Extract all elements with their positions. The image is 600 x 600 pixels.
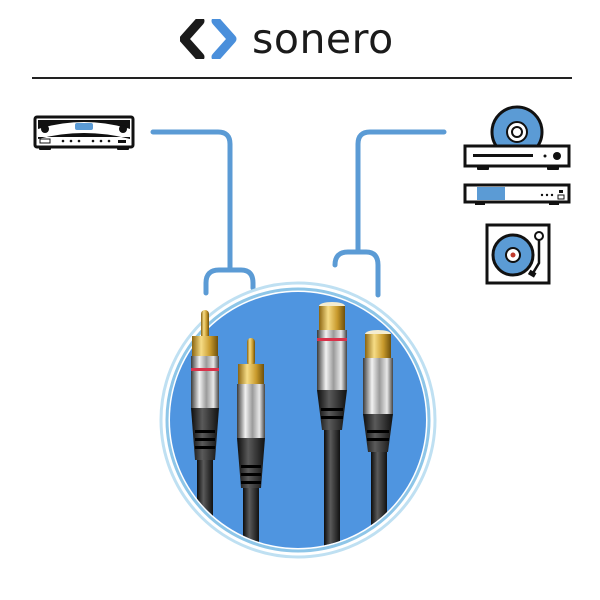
rca-female-plug-red [317, 302, 347, 430]
cd-player-icon [463, 105, 571, 170]
diamond-chevrons-icon [180, 19, 237, 59]
left-connection-line [150, 129, 256, 296]
brand-name: sonero [252, 14, 394, 63]
turntable-icon [485, 223, 551, 285]
rca-female-plug-white [363, 330, 393, 452]
rca-male-plug-red [191, 310, 219, 460]
right-connection-line [332, 129, 447, 298]
brand-logo: sonero [180, 14, 394, 64]
product-circle [159, 281, 437, 559]
rca-male-plug-white [237, 338, 265, 488]
header-divider [32, 77, 572, 79]
streaming-box-icon [463, 183, 571, 205]
av-receiver-icon [33, 115, 135, 150]
